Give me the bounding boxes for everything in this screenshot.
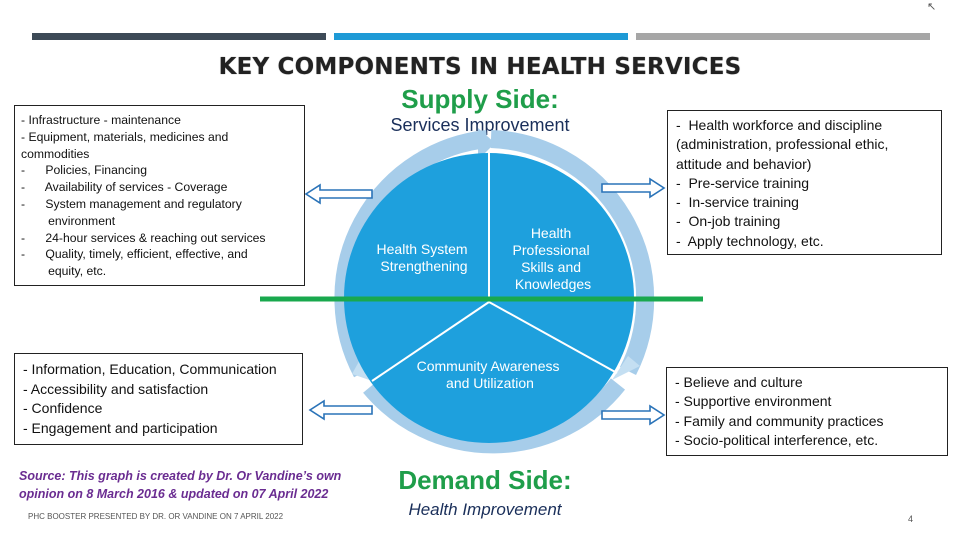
demand-side-heading: Demand Side: <box>398 465 572 495</box>
ring-arrowhead-right <box>612 356 640 380</box>
list-item: - Engagement and participation <box>23 419 218 436</box>
right-segment-label: Health Professional Skills and Knowledge… <box>513 225 594 292</box>
list-item: - Health workforce and discipline <box>676 117 883 133</box>
list-item: - Socio-political interference, etc. <box>675 432 879 449</box>
top-bar-blue <box>334 33 628 40</box>
source-note: Source: This graph is created by Dr. Or … <box>19 469 342 501</box>
list-item: - Information, Education, Communication <box>23 361 277 377</box>
slide-footer: PHC BOOSTER PRESENTED BY DR. OR VANDINE … <box>28 512 284 521</box>
list-item: - Quality, timely, efficient, effective,… <box>21 247 248 262</box>
list-item: - On-job training <box>676 213 781 230</box>
list-item: - Infrastructure - maintenance <box>21 113 181 127</box>
page-number: 4 <box>908 514 914 524</box>
list-item: - Supportive environment <box>675 393 832 410</box>
cycle-ring-arc-bottom <box>363 378 626 454</box>
bottom-segment-label: Community Awareness and Utilization <box>417 358 564 391</box>
segment-divider-left <box>371 301 490 382</box>
list-item: - Family and community practices <box>675 412 884 429</box>
list-item: - Availability of services - Coverage <box>21 180 228 195</box>
list-item: - Policies, Financing <box>21 163 147 178</box>
list-item: environment <box>21 213 116 228</box>
list-item: - Confidence <box>23 400 103 417</box>
list-item: - 24-hour services & reaching out servic… <box>21 230 266 245</box>
bottom-left-box: - Information, Education, Communication … <box>14 353 303 445</box>
arrow-to-top-left-box <box>304 183 373 205</box>
cycle-ring-arc-left <box>334 130 488 378</box>
list-item: - System management and regulatory <box>21 196 242 211</box>
arrow-to-bottom-right-box <box>601 404 666 426</box>
list-item: - Apply technology, etc. <box>676 232 824 249</box>
top-right-box: - Health workforce and discipline (admin… <box>667 110 942 255</box>
arrow-to-top-right-box <box>601 177 666 199</box>
bottom-right-box: - Believe and culture - Supportive envir… <box>666 367 948 456</box>
mouse-cursor-icon: ↖ <box>927 1 937 13</box>
left-segment-label: Health System Strengthening <box>377 241 472 274</box>
list-item: - Pre-service training <box>676 174 810 191</box>
list-item: - In-service training <box>676 194 799 211</box>
list-item: (administration, professional ethic, <box>676 136 889 153</box>
list-item: - Equipment, materials, medicines and <box>21 129 229 144</box>
cycle-ring-arc-right <box>490 130 655 376</box>
list-item: - Accessibility and satisfaction <box>23 380 209 397</box>
top-bar-dark <box>32 33 326 40</box>
supply-side-heading: Supply Side: <box>401 84 559 114</box>
slide-title: KEY COMPONENTS IN HEALTH SERVICES <box>218 54 742 80</box>
list-item: - Believe and culture <box>675 374 803 390</box>
top-bar-gray <box>636 33 930 40</box>
health-improvement-subheading: Health Improvement <box>408 500 562 519</box>
list-item: attitude and behavior) <box>676 155 812 172</box>
list-item: commodities <box>21 146 90 161</box>
ring-arrowhead-top <box>478 128 495 160</box>
list-item: equity, etc. <box>21 264 107 279</box>
services-improvement-subheading: Services Improvement <box>390 115 570 135</box>
segment-divider-right <box>488 301 618 374</box>
top-left-box: - Infrastructure - maintenance - Equipme… <box>14 105 305 286</box>
arrow-to-bottom-left-box <box>308 399 373 421</box>
